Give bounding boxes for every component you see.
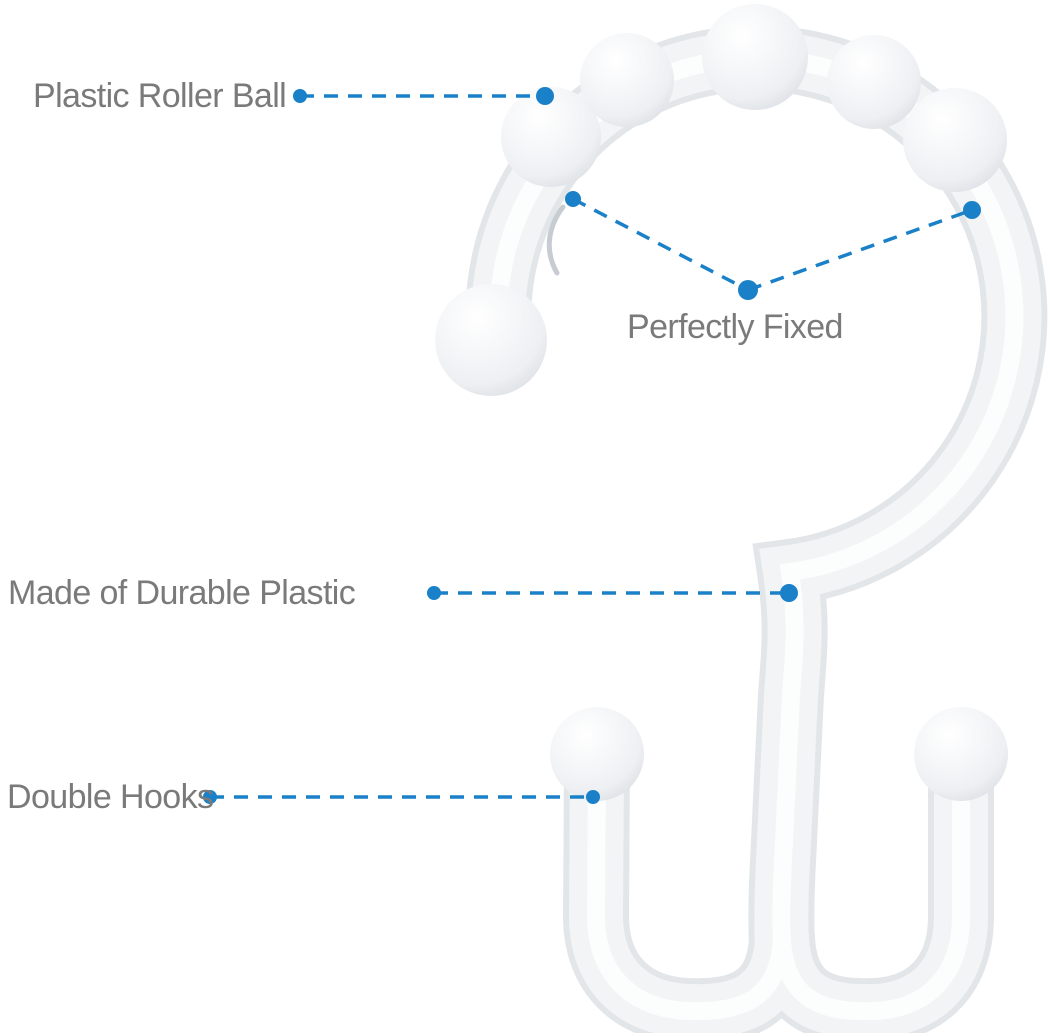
label-dot-durable-plastic: [427, 586, 441, 600]
target-dot-fixed-left: [565, 191, 581, 207]
ring-end-ball: [435, 284, 547, 396]
leader-line-fixed-left: [572, 197, 749, 292]
leader-line-fixed-right: [747, 208, 973, 292]
target-dot-roller-ball: [536, 87, 554, 105]
target-dot-fixed-right: [963, 201, 981, 219]
roller-ball-5: [903, 88, 1007, 192]
label-perfectly-fixed: Perfectly Fixed: [627, 308, 843, 346]
closure-slot-line: [546, 204, 566, 276]
target-dot-durable-plastic: [780, 584, 798, 602]
roller-ball-2: [580, 33, 674, 127]
hook-body: [435, 58, 1014, 1011]
label-dot-double-hooks: [203, 790, 217, 804]
roller-ball-3: [702, 4, 808, 110]
callout-dots: [203, 87, 981, 804]
label-plastic-roller-ball: Plastic Roller Ball: [33, 77, 287, 115]
roller-balls: [501, 4, 1007, 276]
roller-ball-1: [501, 87, 601, 187]
callout-lines: [210, 94, 973, 799]
target-dot-double-hooks: [586, 790, 600, 804]
label-dot-roller-ball: [293, 89, 307, 103]
left-hook-ball: [550, 707, 644, 801]
roller-ball-4: [827, 35, 921, 129]
right-hook-ball: [914, 707, 1008, 801]
label-double-hooks: Double Hooks: [7, 778, 214, 816]
label-made-of-durable-plastic: Made of Durable Plastic: [8, 574, 356, 612]
vertex-dot-perfectly-fixed: [738, 280, 758, 300]
